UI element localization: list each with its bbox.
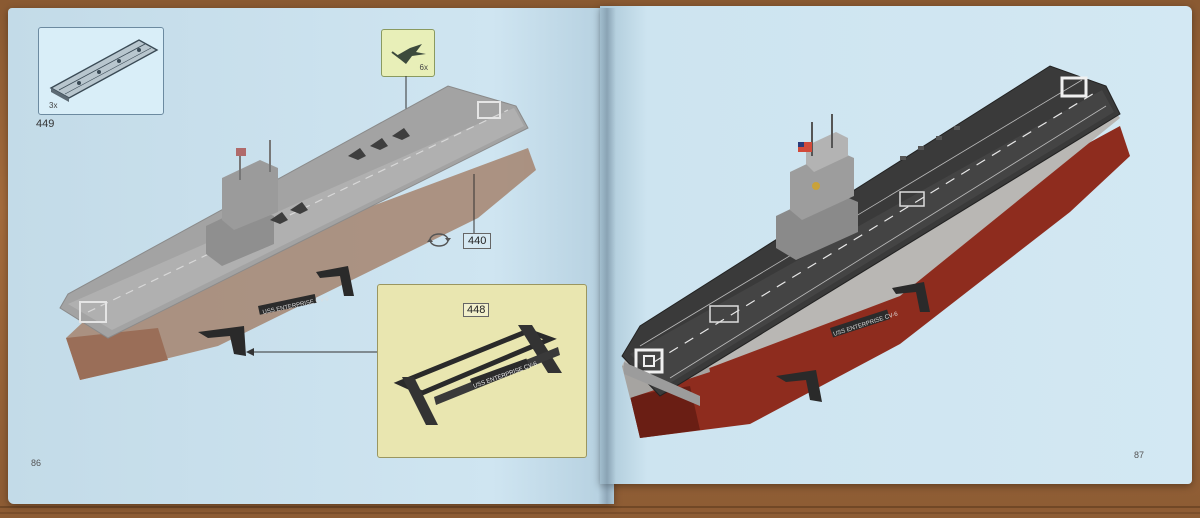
plane-icon xyxy=(391,44,426,64)
flag-icon xyxy=(236,148,246,156)
step-449-quantity: 3x xyxy=(49,101,58,110)
plane-quantity: 6x xyxy=(419,63,428,72)
book-spine xyxy=(598,8,616,504)
page-number-right: 87 xyxy=(1134,450,1145,460)
rotate-icon xyxy=(427,233,451,247)
step-449-number: 449 xyxy=(36,118,55,130)
step-449-parts-box: 3x xyxy=(38,27,164,115)
stand-callout-box: 448 USS ENTERPRISE CV-6 xyxy=(377,284,587,458)
finished-carrier-model: USS ENTERPRISE CV-6 xyxy=(621,65,1130,438)
ghost-carrier-model: USS ENTERPRISE CV-6 xyxy=(59,76,536,380)
flag-icon xyxy=(798,142,812,152)
table-grain xyxy=(0,506,1200,508)
display-stand-drawing: USS ENTERPRISE CV-6 xyxy=(393,325,562,425)
page-number-left: 86 xyxy=(31,458,42,468)
plane-callout-box: 6x xyxy=(381,29,435,77)
step-448-number: 448 xyxy=(463,303,490,317)
deck-section-drawing xyxy=(49,39,159,102)
table-grain-2 xyxy=(0,512,1200,514)
step-440-number: 440 xyxy=(463,233,492,249)
